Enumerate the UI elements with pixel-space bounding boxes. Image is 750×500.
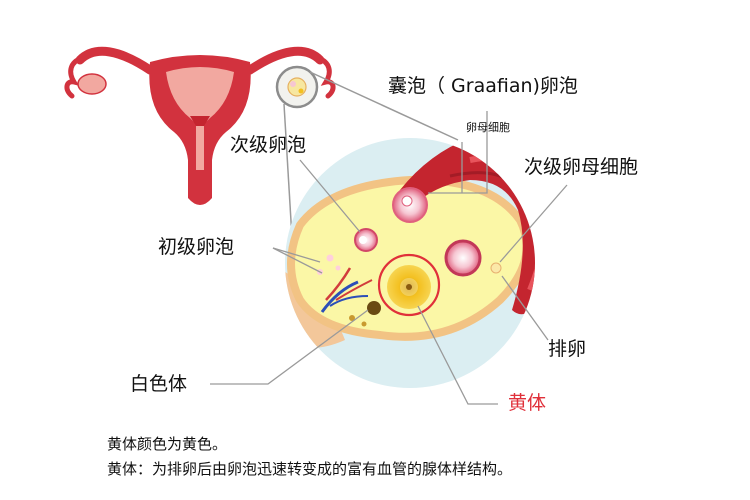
label-primary-follicle: 初级卵泡 [158,236,235,258]
caption-line-2: 黄体：为排卵后由卵泡迅速转变成的富有血管的腺体样结构。 [107,460,513,478]
zoom-line-top [309,71,459,141]
label-secondary-oocyte: 次级卵母细胞 [524,156,639,178]
caption-line-1: 黄体颜色为黄色。 [107,435,228,453]
corpus-luteum-highlight [377,253,441,317]
label-secondary-follicle: 次级卵泡 [230,134,307,156]
uterus-drawing [64,46,336,205]
label-oocyte: 卵母细胞 [466,121,510,134]
label-graafian-follicle: 囊泡（ Graafian)卵泡 [388,75,578,97]
label-ovulation: 排卵 [548,338,587,360]
label-corpus-luteum: 黄体 [508,392,547,414]
zoom-line-bottom [283,103,293,239]
label-white-body: 白色体 [130,373,188,395]
leader-lines [210,111,568,405]
